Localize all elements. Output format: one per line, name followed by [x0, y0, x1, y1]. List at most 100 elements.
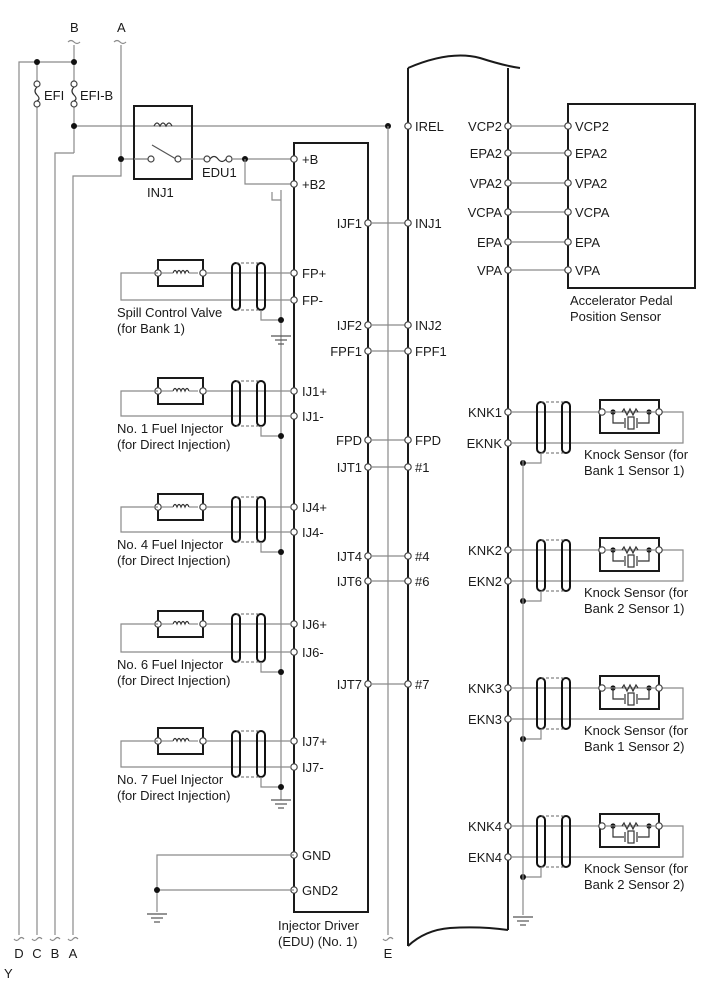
terminal: [504, 149, 512, 157]
svg-text:EFI: EFI: [44, 88, 64, 103]
fuse-icon: [209, 155, 227, 163]
fuse-efi-b: EFI-B: [70, 80, 113, 108]
ecm-pin-label: IREL: [415, 119, 444, 134]
terminal: [404, 552, 412, 560]
edu-pin-label: IJ4+: [302, 500, 327, 515]
junction-dot: [34, 59, 40, 65]
fuse-efi: EFI: [33, 80, 64, 108]
ecm-pin-label: EPA: [477, 235, 502, 250]
shielded-cable-icon: [231, 613, 266, 663]
ecm-pin-label: VCP2: [468, 119, 502, 134]
accel-pin-label: VCPA: [575, 205, 610, 220]
svg-text:EDU1: EDU1: [202, 165, 237, 180]
edu-pin-label: GND2: [302, 883, 338, 898]
connector-bottom-label: A: [69, 946, 78, 961]
ecm-pin-label: FPF1: [415, 344, 447, 359]
accelerator-pedal-sensor-box: [567, 103, 696, 289]
piezo-crystal-icon: [627, 554, 635, 568]
ecm-pin-label: EKNK: [467, 436, 503, 451]
terminal: [290, 528, 298, 536]
fuse-edu1: EDU1: [202, 155, 237, 180]
terminal: [504, 439, 512, 447]
accel-caption-line1: Accelerator Pedal: [570, 293, 673, 308]
shielded-cable-icon: [536, 401, 571, 454]
edu-caption-line2: (EDU) (No. 1): [278, 934, 357, 949]
terminal: [290, 387, 298, 395]
terminal: [290, 269, 298, 277]
knock-caption: Knock Sensor (for: [584, 447, 689, 462]
accel-pin-label: VCP2: [575, 119, 609, 134]
edu-pin-label: GND: [302, 848, 331, 863]
break-mark-icon: [49, 936, 61, 942]
knock-caption: Bank 1 Sensor 1): [584, 463, 684, 478]
terminal: [404, 122, 412, 130]
terminal: [504, 715, 512, 723]
knock-caption: Bank 2 Sensor 2): [584, 877, 684, 892]
solenoid-coil-icon: [172, 503, 190, 509]
connector-bottom-label: C: [32, 946, 41, 961]
edu-pin-label: FP-: [302, 293, 323, 308]
edu-pin-label: IJ1-: [302, 409, 324, 424]
terminal: [290, 763, 298, 771]
edu-pin-label: FPF1: [330, 344, 362, 359]
edu-pin-label: FPD: [336, 433, 362, 448]
terminal: [504, 853, 512, 861]
terminal: [199, 620, 207, 628]
terminal: [364, 219, 372, 227]
edu-ground: [154, 854, 294, 912]
ecm-pin-label: VPA: [477, 263, 502, 278]
terminal: [564, 266, 572, 274]
terminal: [364, 552, 372, 560]
shielded-cable-icon: [231, 730, 266, 778]
terminal: [504, 577, 512, 585]
ecm-pin-label: KNK4: [468, 819, 502, 834]
actuator: No. 6 Fuel Injector(for Direct Injection…: [117, 610, 291, 688]
break-mark-icon: [67, 936, 79, 942]
break-mark-icon: [67, 39, 81, 45]
ground-icon: [271, 799, 291, 809]
ecm-pin-label: VPA2: [470, 176, 502, 191]
accel-pin-label: EPA2: [575, 146, 607, 161]
knock-caption: Knock Sensor (for: [584, 585, 689, 600]
actuator-subtitle: (for Direct Injection): [117, 437, 230, 452]
break-mark-icon: [113, 39, 127, 45]
edu-pin-label: FP+: [302, 266, 326, 281]
edu-pin-label: IJT6: [337, 574, 362, 589]
terminal: [404, 321, 412, 329]
injector-driver-box: [293, 142, 369, 913]
shielded-cable-icon: [536, 539, 571, 592]
actuator: No. 4 Fuel Injector(for Direct Injection…: [117, 493, 291, 568]
wire: [120, 623, 291, 653]
ecm-pin-label: #7: [415, 677, 429, 692]
connector-bottom-label: B: [51, 946, 60, 961]
terminal: [564, 208, 572, 216]
terminal: [655, 546, 663, 554]
ground-icon: [513, 916, 533, 926]
terminal: [290, 620, 298, 628]
shielded-cable-icon: [536, 815, 571, 868]
actuator: No. 7 Fuel Injector(for Direct Injection…: [117, 727, 291, 803]
edu-pin-label: IJ4-: [302, 525, 324, 540]
terminal: [404, 577, 412, 585]
ecm-break-bottom: [407, 926, 509, 947]
knock-caption: Bank 2 Sensor 1): [584, 601, 684, 616]
actuators: Spill Control Valve(for Bank 1)No. 1 Fue…: [117, 259, 291, 803]
terminal: [199, 737, 207, 745]
terminal: [564, 179, 572, 187]
wire: [120, 272, 291, 301]
accel-caption-line2: Position Sensor: [570, 309, 662, 324]
edu-left-pins: +B+B2FP+FP-IJ1+IJ1-IJ4+IJ4-IJ6+IJ6-IJ7+I…: [290, 152, 338, 898]
actuator-name: No. 4 Fuel Injector: [117, 537, 224, 552]
shielded-cable-icon: [231, 262, 266, 311]
shielded-cable-icon: [536, 677, 571, 730]
edu-pin-label: IJF1: [337, 216, 362, 231]
break-mark-icon: [31, 936, 43, 942]
terminal: [290, 503, 298, 511]
accel-pin-label: EPA: [575, 235, 600, 250]
terminal: [504, 822, 512, 830]
